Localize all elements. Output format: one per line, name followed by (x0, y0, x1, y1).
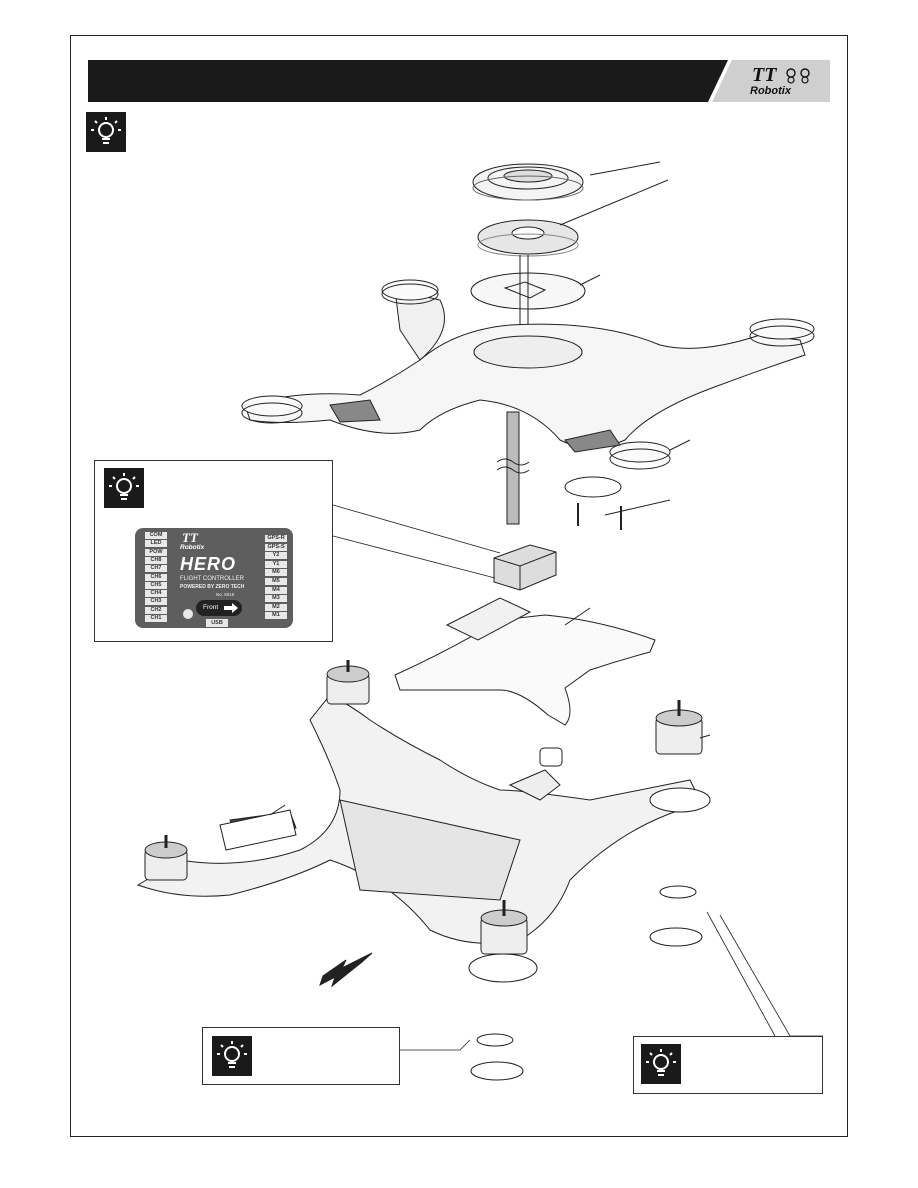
fc-port-label: CH8 (145, 556, 167, 564)
header-bar (88, 60, 830, 102)
arrow-icon (224, 603, 238, 613)
brand-logo-top: TT (752, 64, 777, 86)
fc-port-label: M5 (265, 578, 287, 585)
arrow-icon (319, 952, 373, 988)
fc-port-label: CH7 (145, 565, 167, 573)
gps-cover (472, 163, 584, 201)
fc-front-indicator: Front (196, 600, 242, 616)
gps-module (477, 219, 579, 257)
fc-port-label: Y2 (265, 552, 287, 560)
drone-logo-icon (786, 68, 810, 84)
brand-logo: TT Robotix (746, 64, 830, 100)
fc-brand-bottom: Robotix (180, 544, 205, 551)
fc-subtitle: FLIGHT CONTROLLER (180, 576, 244, 582)
fc-front-label: Front (203, 604, 219, 611)
motor-front-left (326, 660, 370, 705)
motor-front-right (649, 700, 711, 947)
fc-port-label: GPS-S (265, 543, 287, 551)
fc-port-label: LED (145, 540, 167, 548)
fc-product-name: HERO (180, 554, 237, 574)
brand-logo-bottom: Robotix (750, 85, 791, 97)
cover-plate (564, 476, 622, 530)
motor-rear-left (144, 835, 188, 881)
fc-port-label: M1 (265, 612, 287, 620)
antenna-tube (496, 411, 530, 525)
fc-brand-top: TT (182, 530, 198, 545)
fc-port-label: CH6 (145, 573, 167, 581)
fc-usb-label: USB (206, 619, 228, 627)
fc-port-label: COM (145, 532, 167, 539)
mounting-plate (394, 597, 656, 726)
lightbulb-icon (86, 112, 126, 152)
lightbulb-icon (641, 1044, 681, 1084)
motor-rear-right (468, 900, 538, 1081)
fc-port-label: M3 (265, 595, 287, 603)
fc-port-label: M4 (265, 586, 287, 594)
battery-connector (508, 747, 563, 801)
flight-controller-unit (493, 544, 557, 591)
fc-port-label: Y1 (265, 560, 287, 568)
fc-port-label: CH3 (145, 598, 167, 606)
lightbulb-icon (212, 1036, 252, 1076)
fc-port-label: M2 (265, 603, 287, 611)
receiver-module (219, 809, 297, 851)
fc-port-label: CH4 (145, 590, 167, 598)
fc-led-indicator (183, 609, 193, 619)
page-frame (70, 35, 848, 1137)
bottom-frame (136, 694, 701, 944)
fc-port-label: POW (145, 548, 167, 556)
fc-powered-by: POWERED BY ZERO TECH (180, 584, 245, 590)
fc-port-label: GPS-R (265, 535, 287, 542)
top-shell (241, 279, 815, 470)
fc-port-label: CH1 (145, 615, 167, 622)
fc-port-label: M6 (265, 569, 287, 577)
fc-port-label: CH2 (145, 606, 167, 614)
fc-model: No. 6016 (216, 592, 235, 597)
lightbulb-icon (104, 468, 144, 508)
fc-port-label: CH5 (145, 581, 167, 589)
